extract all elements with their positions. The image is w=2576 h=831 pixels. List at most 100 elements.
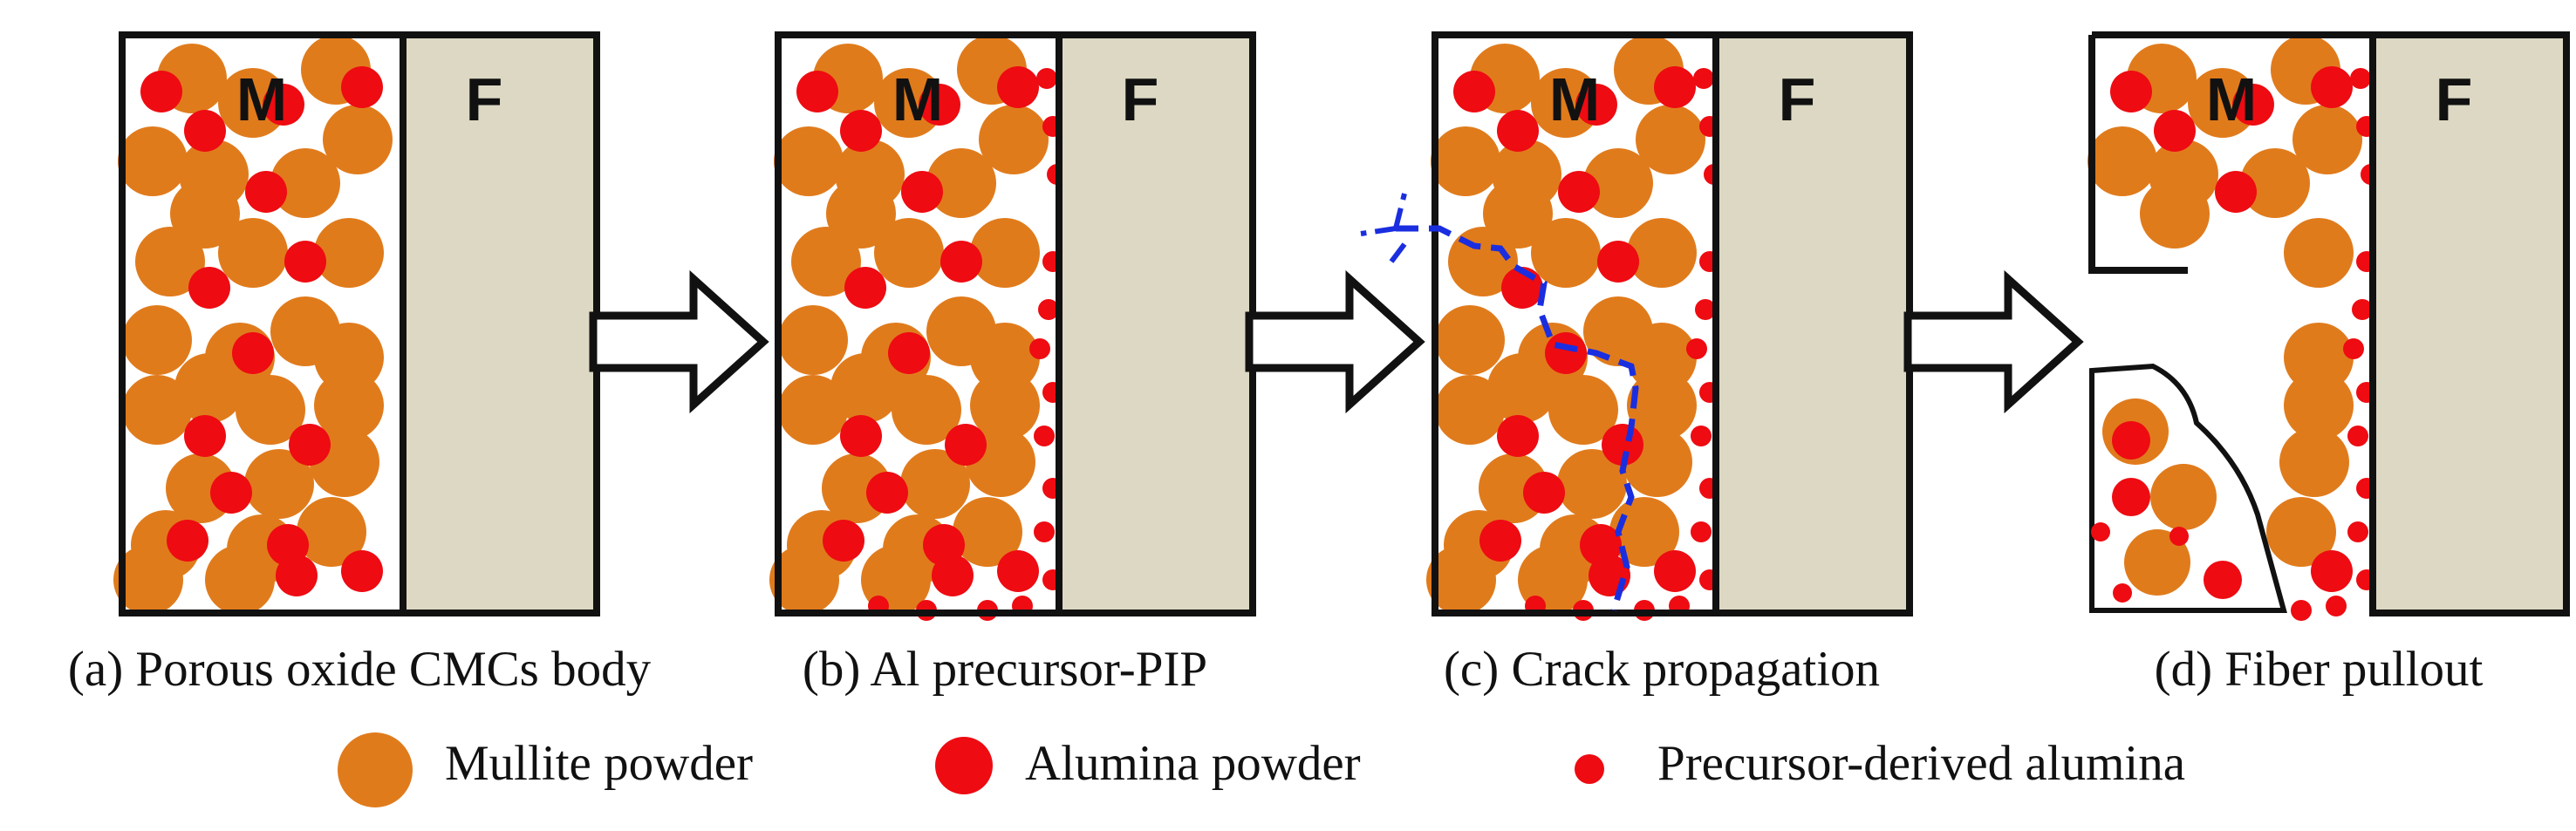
precursor-particle (1038, 299, 1059, 320)
precursor-particle (2343, 338, 2364, 359)
precursor-particle (2169, 527, 2189, 546)
mullite-particle (2124, 529, 2190, 596)
matrix-label: M (2206, 65, 2257, 133)
alumina-particle (1479, 520, 1521, 562)
alumina-particle (2112, 478, 2150, 516)
alumina-particle (796, 71, 838, 112)
mullite-particle (244, 449, 314, 519)
mullite-particle (2279, 427, 2349, 497)
mullite-particle (2284, 218, 2354, 288)
crack-branch (1393, 193, 1407, 229)
alumina-particle (289, 424, 331, 466)
legend-precursor-label: Precursor-derived alumina (1657, 736, 2186, 791)
alumina-particle (184, 110, 226, 152)
alumina-particle (1453, 71, 1495, 112)
fiber-label: F (1779, 65, 1816, 133)
legend-mullite-label: Mullite powder (445, 736, 754, 791)
mullite-particle (270, 148, 340, 218)
caption-a: (a) Porous oxide CMCs body (67, 642, 652, 697)
mullite-particle (236, 375, 305, 445)
mullite-particle (874, 218, 944, 288)
mullite-particle (2240, 148, 2310, 218)
mullite-particle (2140, 179, 2210, 249)
fiber-label: F (2436, 65, 2473, 133)
crack-branch (1389, 242, 1407, 263)
matrix-label: M (1549, 65, 1600, 133)
mullite-particle (830, 353, 900, 423)
alumina-particle (140, 71, 182, 112)
mullite-particle (122, 375, 192, 445)
arrow-icon (589, 269, 769, 414)
alumina-particle (1558, 171, 1600, 213)
alumina-particle (1602, 424, 1643, 466)
mullite-particle (1548, 375, 1618, 445)
mullite-particle (970, 323, 1040, 392)
mullite-particle (2292, 105, 2362, 174)
precursor-particle (1034, 521, 1055, 542)
legend-icons (338, 732, 1604, 807)
alumina-particle (945, 424, 987, 466)
matrix-fracture-edge (2088, 35, 2188, 274)
mullite-particle (1627, 218, 1697, 288)
alumina-particle (2110, 71, 2152, 112)
precursor-particle (2352, 299, 2373, 320)
alumina-particle (840, 415, 882, 457)
alumina-particle (997, 66, 1039, 108)
alumina-particle (284, 241, 326, 283)
alumina-particle (866, 472, 908, 514)
precursor-particle (1029, 338, 1050, 359)
alumina-particle (1523, 472, 1565, 514)
alumina-particle (1545, 332, 1587, 374)
mullite-particle (2284, 371, 2354, 440)
mullite-particle (1627, 371, 1697, 440)
mullite-particle (314, 218, 384, 288)
precursor-particle (2091, 522, 2110, 542)
mullite-particle (314, 323, 384, 392)
precursor-particle (1695, 299, 1716, 320)
alumina-particle (2112, 421, 2150, 460)
mullite-particle (118, 126, 188, 196)
alumina-particle (2311, 66, 2353, 108)
mullite-particle (1557, 449, 1627, 519)
mullite-particle (2150, 464, 2217, 530)
alumina-particle (188, 267, 230, 309)
mullite-particle (1636, 105, 1705, 174)
mullite-particle (926, 148, 996, 218)
mullite-particle (791, 227, 861, 296)
alumina-particle (940, 241, 982, 283)
alumina-particle (923, 524, 965, 566)
fiber-label: F (466, 65, 503, 133)
mullite-particle (297, 497, 366, 567)
mullite-particle (2266, 497, 2336, 567)
fiber-region (1712, 31, 1913, 616)
arrow-icon (1903, 269, 2084, 414)
alumina-particle (1597, 241, 1639, 283)
mullite-particle (1627, 323, 1697, 392)
mullite-particle (778, 375, 848, 445)
fiber-label: F (1122, 65, 1159, 133)
alumina-particle (1497, 415, 1539, 457)
mullite-particle (1431, 126, 1500, 196)
mullite-particle (122, 305, 192, 375)
fiber-region (400, 31, 600, 616)
mullite-particle (1609, 497, 1679, 567)
alumina-particle (167, 520, 208, 562)
precursor-particle (2347, 426, 2368, 446)
precursor-particle (1036, 68, 1057, 89)
mullite-particle (2087, 126, 2157, 196)
caption-d: (d) Fiber pullout (2154, 642, 2484, 697)
mullite-particle (892, 375, 961, 445)
alumina-particle (2204, 561, 2242, 599)
mullite-particle (1583, 148, 1653, 218)
precursor-particle (1693, 68, 1714, 89)
precursor-particle (1691, 426, 1712, 446)
mullite-particle (170, 179, 240, 249)
legend-alumina-label: Alumina powder (1025, 736, 1361, 791)
caption-c: (c) Crack propagation (1443, 642, 1881, 697)
mullite-particle (1426, 545, 1496, 615)
precursor-particle (2326, 596, 2347, 616)
alumina-particle (184, 415, 226, 457)
